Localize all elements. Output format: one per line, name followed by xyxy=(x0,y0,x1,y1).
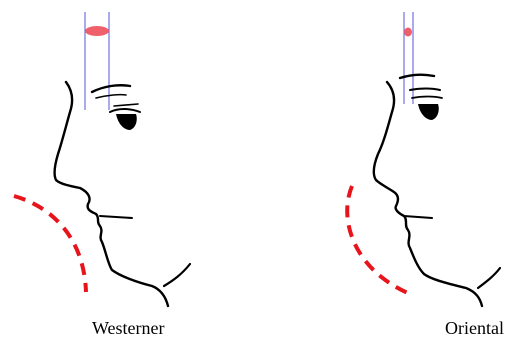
oriental-figure xyxy=(347,12,500,306)
eyebrow xyxy=(400,75,434,78)
jaw-line xyxy=(478,268,500,288)
westerner-label: Westerner xyxy=(92,318,165,339)
chin-curve xyxy=(347,186,410,294)
eyebrow-stroke-2 xyxy=(96,95,126,98)
eye-icon xyxy=(110,104,140,130)
mouth-line xyxy=(100,216,132,218)
chin-curve xyxy=(14,196,86,292)
eyebrow-stroke-2 xyxy=(410,89,440,91)
oriental-label: Oriental xyxy=(445,318,504,339)
eyebrow xyxy=(92,85,130,92)
eye-icon xyxy=(418,104,439,120)
face-profile-outline xyxy=(55,82,168,306)
eyelid-line xyxy=(412,97,442,99)
brow-marker xyxy=(85,26,109,36)
jaw-line xyxy=(164,264,190,286)
mouth-line xyxy=(404,216,432,218)
westerner-figure xyxy=(14,12,190,306)
brow-marker xyxy=(404,28,412,37)
